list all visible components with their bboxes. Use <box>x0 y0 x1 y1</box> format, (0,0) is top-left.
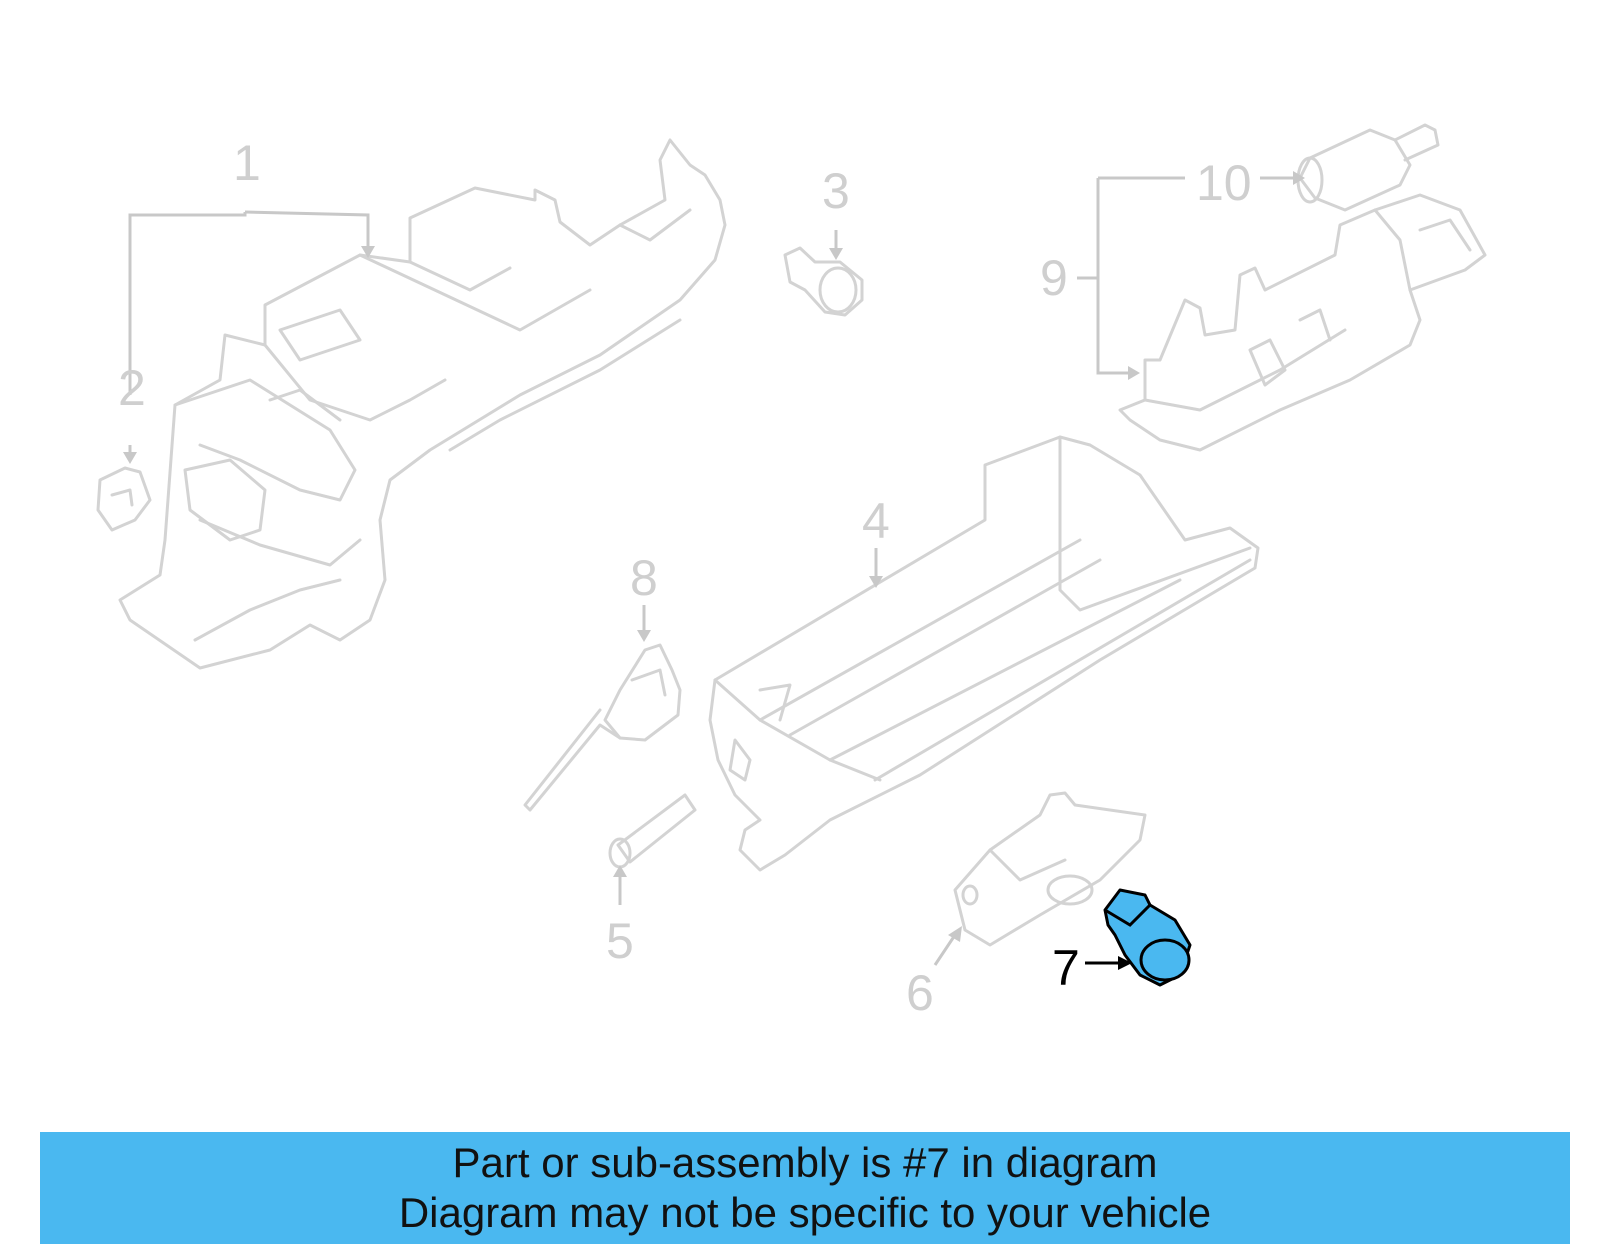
part-5-pin <box>608 793 697 869</box>
part-8-strap <box>523 643 682 812</box>
part-1-housing <box>118 138 727 670</box>
part-3-bumper <box>783 246 864 317</box>
callout-4: 4 <box>862 493 890 549</box>
callout-10: 10 <box>1196 155 1252 211</box>
info-banner: Part or sub-assembly is #7 in diagram Di… <box>40 1132 1570 1244</box>
part-2-clip <box>96 466 152 532</box>
callout-9: 9 <box>1040 250 1068 306</box>
callout-2: 2 <box>118 360 146 416</box>
parts-diagram: 1 2 3 4 5 6 7 8 9 10 <box>96 123 1487 1021</box>
callout-1: 1 <box>233 135 261 191</box>
banner-line-disclaimer: Diagram may not be specific to your vehi… <box>398 1189 1212 1236</box>
leader-7 <box>1085 956 1132 970</box>
callout-7[interactable]: 7 <box>1052 940 1080 996</box>
leader-lines <box>123 171 1305 966</box>
callout-3: 3 <box>822 163 850 219</box>
part-9-lock <box>1118 193 1487 452</box>
banner-line-part-number: Part or sub-assembly is #7 in diagram <box>452 1139 1158 1186</box>
part-7-bumper[interactable] <box>1103 888 1192 987</box>
part-6-latch <box>953 791 1147 947</box>
callout-5: 5 <box>606 913 634 969</box>
callout-6: 6 <box>906 965 934 1021</box>
callout-8: 8 <box>630 550 658 606</box>
part-4-glove-box <box>708 435 1260 872</box>
